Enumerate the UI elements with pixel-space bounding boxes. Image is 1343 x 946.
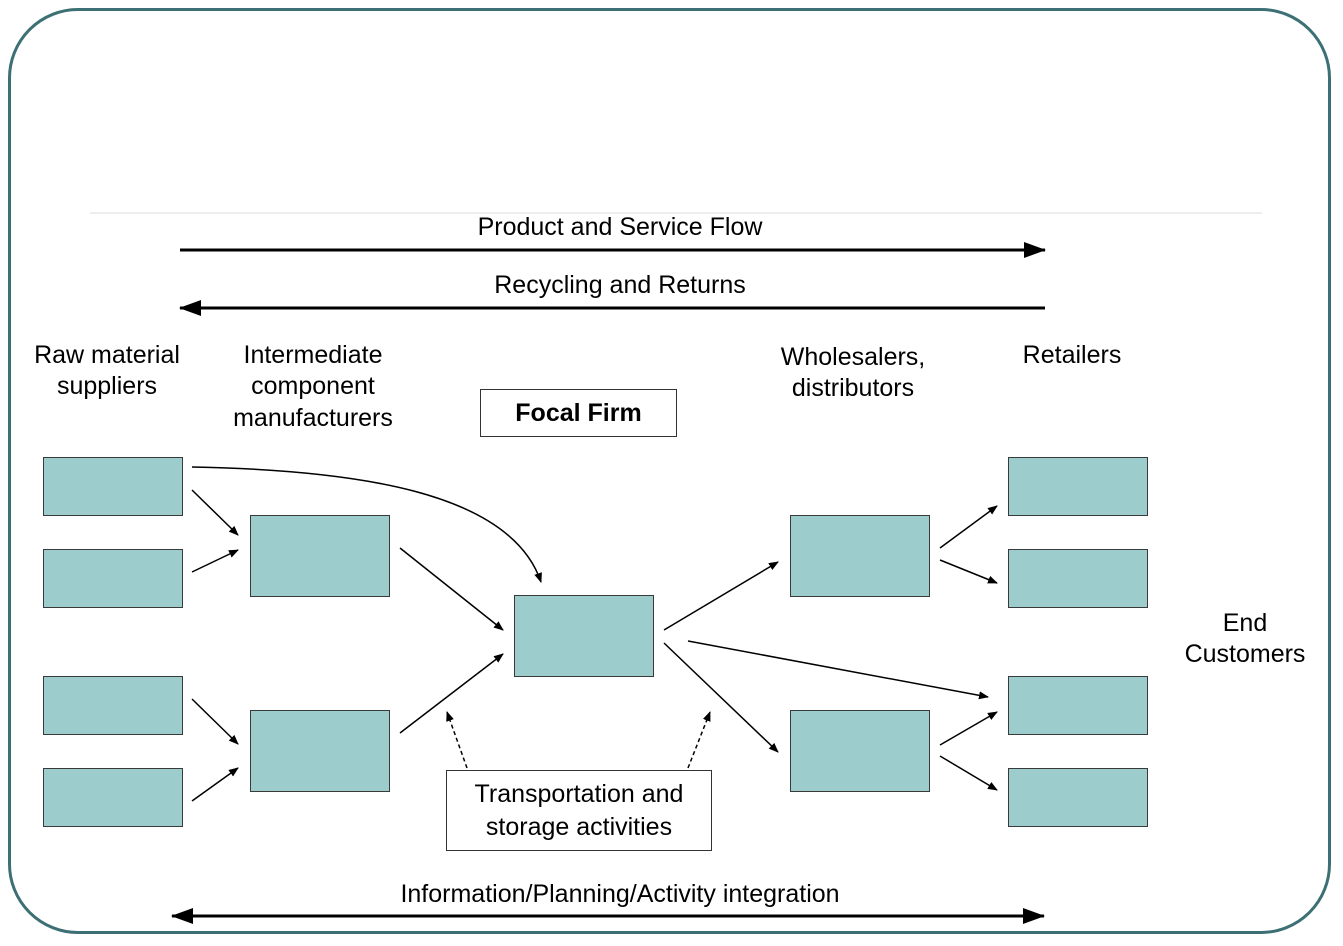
arrow-raw2-inter1 — [191, 549, 239, 573]
arrow-wholesaler2-retailer4 — [939, 755, 998, 791]
focal-firm-node — [514, 595, 654, 677]
arrow-inter1-focal — [399, 547, 504, 631]
wholesalers-distributors-label: Wholesalers, distributors — [780, 343, 926, 403]
arrow-wholesaler1-retailer2 — [939, 559, 998, 584]
arrow-focal-wholesaler2 — [663, 642, 779, 753]
retailers-label: Retailers — [1022, 341, 1122, 369]
arrow-inter2-focal — [399, 653, 504, 734]
wholesaler-node-2 — [790, 710, 930, 792]
arrow-raw1-inter1 — [191, 489, 239, 536]
arrow-wholesaler2-retailer3 — [939, 711, 998, 746]
focal-firm-box: Focal Firm — [480, 389, 677, 437]
information-integration-label: Information/Planning/Activity integratio… — [400, 880, 840, 908]
dashed-arrow-transport-left — [446, 711, 468, 769]
raw-supplier-node-3 — [43, 676, 183, 735]
arrow-raw4-inter2 — [191, 767, 239, 802]
intermediate-manufacturers-label: Intermediate component manufacturers — [233, 341, 393, 432]
wholesaler-node-1 — [790, 515, 930, 597]
retailer-node-2 — [1008, 549, 1148, 608]
retailer-node-3 — [1008, 676, 1148, 735]
arrow-raw1-focal-curve — [191, 466, 542, 583]
transportation-storage-label: Transportation and storage activities — [474, 780, 684, 841]
arrow-wholesaler1-retailer1 — [939, 505, 998, 549]
raw-supplier-node-2 — [43, 549, 183, 608]
retailer-node-1 — [1008, 457, 1148, 516]
raw-supplier-node-4 — [43, 768, 183, 827]
intermediate-node-2 — [250, 710, 390, 792]
arrow-raw3-inter2 — [191, 698, 239, 745]
focal-firm-label: Focal Firm — [515, 398, 642, 427]
product-service-flow-label: Product and Service Flow — [477, 213, 763, 241]
arrow-focal-retailer3 — [687, 640, 989, 700]
retailer-node-4 — [1008, 768, 1148, 827]
diagram-frame — [8, 8, 1331, 934]
raw-supplier-node-1 — [43, 457, 183, 516]
intermediate-node-1 — [250, 515, 390, 597]
recycling-returns-label: Recycling and Returns — [494, 271, 746, 299]
end-customers-label: End Customers — [1184, 609, 1306, 669]
transportation-storage-box: Transportation and storage activities — [446, 770, 712, 851]
arrow-focal-wholesaler1 — [663, 561, 779, 631]
dashed-arrow-transport-right — [687, 711, 711, 769]
raw-material-suppliers-label: Raw material suppliers — [34, 341, 180, 401]
